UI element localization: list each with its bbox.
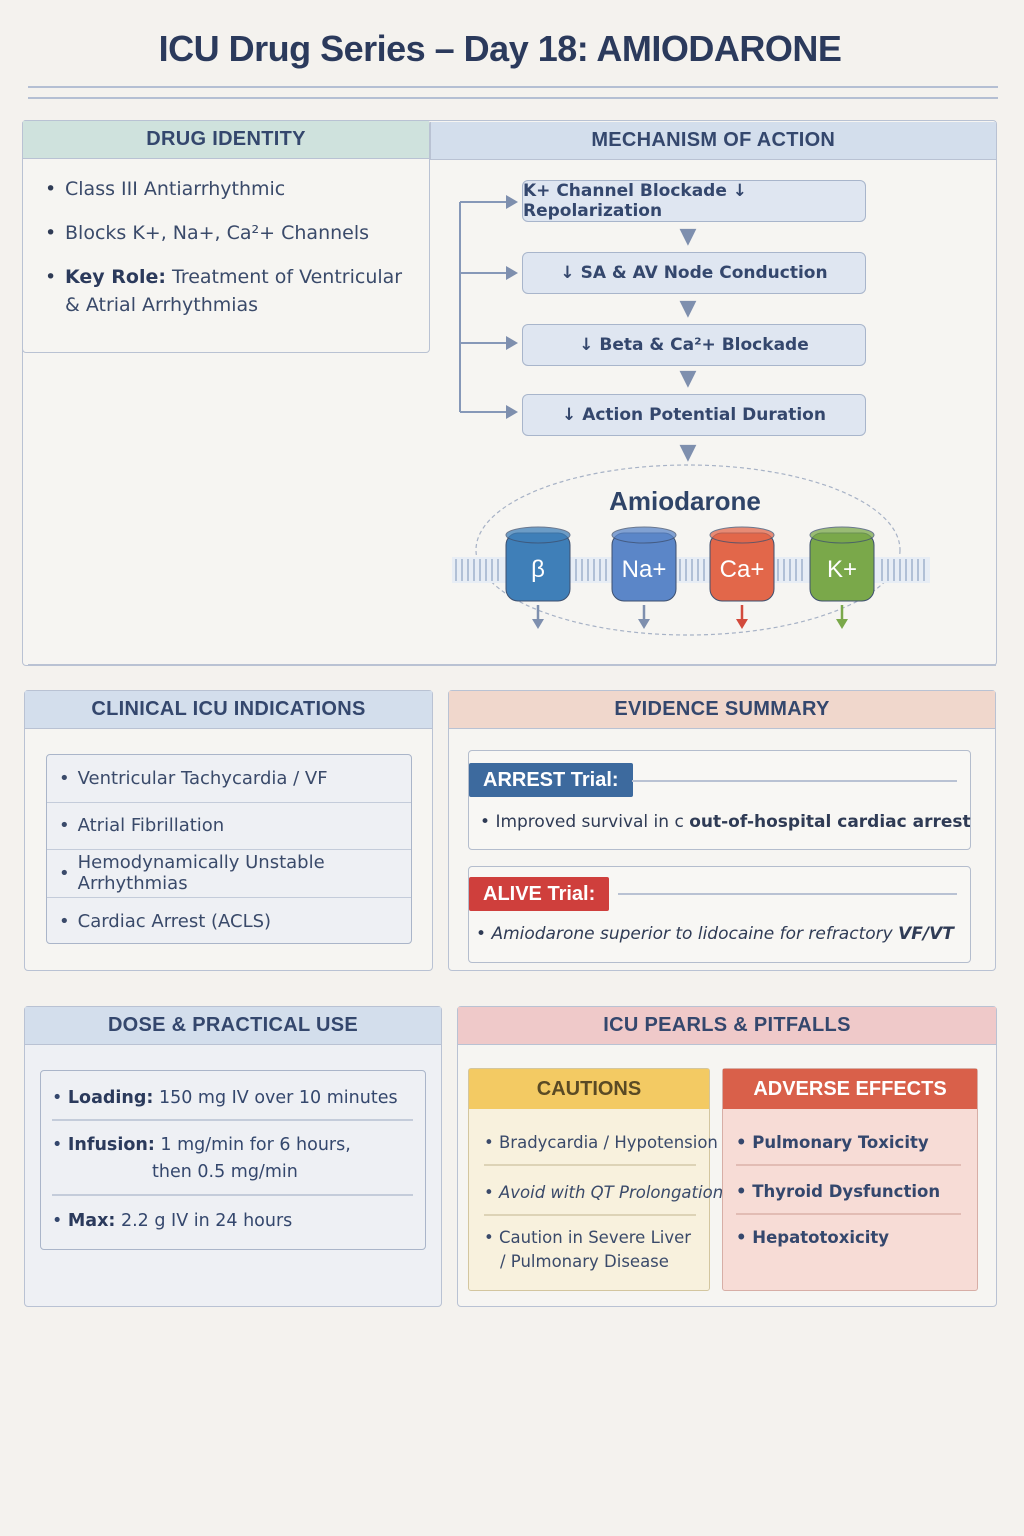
indications-list: •Ventricular Tachycardia / VF •Atrial Fi… [46, 754, 412, 944]
infusion-dose-continued: then 0.5 mg/min [152, 1162, 298, 1182]
adverse-effects-panel: ADVERSE EFFECTS [722, 1068, 978, 1291]
ion-channel-1: β [505, 526, 571, 629]
list-item: •Hemodynamically Unstable Arrhythmias [47, 850, 411, 898]
mechanism-step-2: ↓ SA & AV Node Conduction [522, 252, 866, 294]
infusion-dose: • Infusion: 1 mg/min for 6 hours, [52, 1135, 351, 1155]
caution-divider [484, 1214, 696, 1216]
page-title: ICU Drug Series – Day 18: AMIODARONE [158, 28, 842, 69]
pearls-heading: ICU PEARLS & PITFALLS [458, 1007, 996, 1045]
amiodarone-label: Amiodarone [609, 486, 761, 516]
mechanism-heading: MECHANISM OF ACTION [430, 121, 996, 160]
identity-item: Key Role: Treatment of Ventricular & Atr… [45, 263, 407, 319]
title-divider-bottom [28, 97, 998, 99]
alive-trial-tag: ALIVE Trial: [469, 877, 610, 911]
loading-dose: • Loading: 150 mg IV over 10 minutes [52, 1088, 398, 1108]
identity-item: Class III Antiarrhythmic [45, 175, 407, 203]
ion-channel-label: Ca+ [720, 556, 765, 583]
down-arrow-icon: ▼ [679, 296, 697, 321]
down-arrow-icon: ▼ [679, 224, 697, 249]
dose-divider [52, 1119, 413, 1121]
cautions-panel: CAUTIONS [468, 1068, 710, 1291]
drug-identity-list: Class III Antiarrhythmic Blocks K+, Na+,… [23, 159, 429, 351]
down-arrow-icon [836, 619, 848, 629]
ion-channel-label: Na+ [622, 556, 667, 583]
down-arrow-icon [532, 619, 544, 629]
membrane-channels-illustration: β Na+ Ca+ K+ Amiodarone [452, 464, 930, 636]
arrest-trial-text: • Improved survival in c out-of-hospital… [480, 812, 971, 832]
caution-item: • Bradycardia / Hypotension [484, 1133, 718, 1152]
mechanism-step-4: ↓ Action Potential Duration [522, 394, 866, 436]
dose-heading: DOSE & PRACTICAL USE [25, 1007, 441, 1045]
identity-item: Blocks K+, Na+, Ca²+ Channels [45, 219, 407, 247]
adverse-divider [736, 1164, 961, 1166]
down-arrow-icon [736, 619, 748, 629]
dose-divider [52, 1194, 413, 1196]
down-arrow-icon: ▼ [679, 440, 697, 465]
arrest-trial-tag: ARREST Trial: [469, 763, 633, 797]
drug-identity-panel: DRUG IDENTITY Class III Antiarrhythmic B… [22, 120, 430, 353]
dose-list [40, 1070, 426, 1250]
caution-item: • Avoid with QT Prolongation [484, 1183, 724, 1202]
list-item: •Ventricular Tachycardia / VF [47, 755, 411, 803]
caution-divider [484, 1164, 696, 1166]
evidence-heading: EVIDENCE SUMMARY [449, 691, 995, 729]
ion-channel-2: Na+ [611, 526, 677, 629]
list-item: •Atrial Fibrillation [47, 803, 411, 850]
ion-channel-4: K+ [809, 526, 875, 629]
indications-heading: CLINICAL ICU INDICATIONS [25, 691, 432, 729]
ion-channel-3: Ca+ [709, 526, 775, 629]
trial-divider [632, 780, 957, 782]
adverse-item: • Thyroid Dysfunction [736, 1182, 941, 1201]
ion-channel-label: K+ [827, 556, 857, 583]
caution-item: • Caution in Severe Liver / Pulmonary Di… [484, 1228, 692, 1271]
mechanism-bracket [459, 195, 518, 419]
alive-trial-text: • Amiodarone superior to lidocaine for r… [476, 924, 954, 944]
drug-identity-heading: DRUG IDENTITY [23, 121, 429, 159]
down-arrow-icon: ▼ [679, 366, 697, 391]
down-arrow-icon [638, 619, 650, 629]
mechanism-step-1: K+ Channel Blockade ↓ Repolarization [522, 180, 866, 222]
max-dose: • Max: 2.2 g IV in 24 hours [52, 1211, 293, 1231]
adverse-divider [736, 1213, 961, 1215]
trial-divider [618, 893, 957, 895]
cautions-heading: CAUTIONS [469, 1069, 709, 1109]
section-divider [28, 664, 996, 666]
mechanism-step-3: ↓ Beta & Ca²+ Blockade [522, 324, 866, 366]
ion-channel-label: β [531, 556, 545, 583]
adverse-effects-heading: ADVERSE EFFECTS [723, 1069, 977, 1109]
list-item: •Cardiac Arrest (ACLS) [59, 910, 272, 932]
title-divider-top [28, 86, 998, 88]
adverse-item: • Hepatotoxicity [736, 1228, 890, 1247]
adverse-item: • Pulmonary Toxicity [736, 1133, 929, 1152]
